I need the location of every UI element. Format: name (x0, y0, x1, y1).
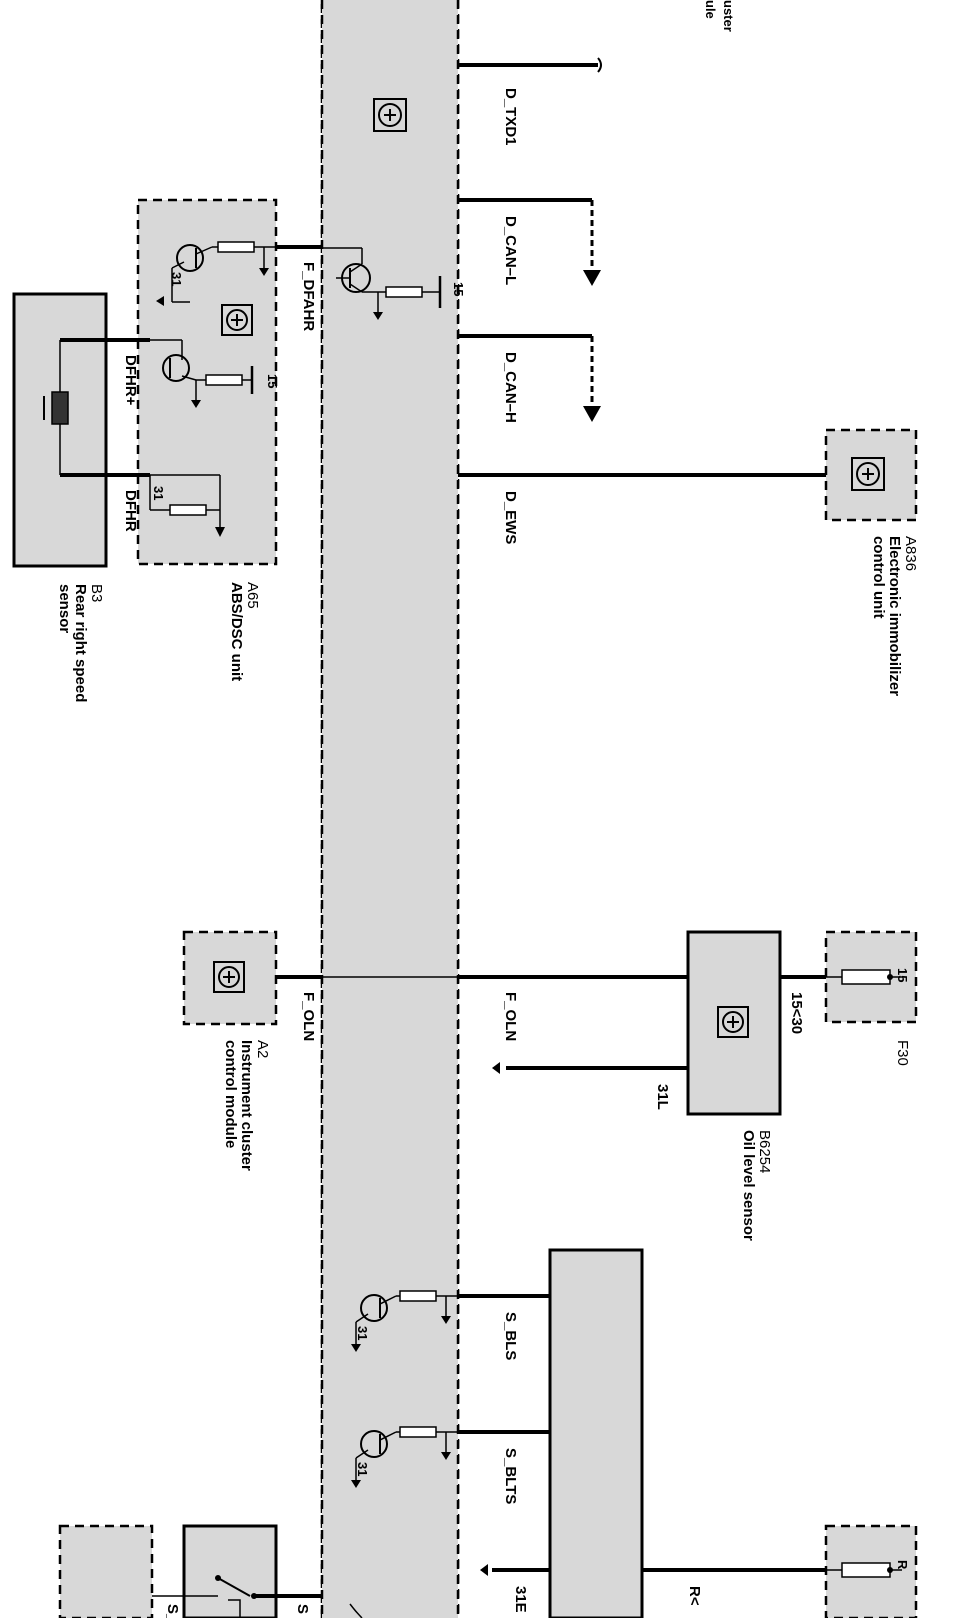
central-transistor-s-blts (351, 1426, 458, 1488)
pin-dfhr-plus: DFHR+ (122, 355, 139, 406)
ground-31e (480, 1564, 488, 1576)
label-r-partial: R< (686, 1586, 703, 1606)
b3-name-2: sensor (56, 584, 73, 633)
component-fuse-r (824, 1524, 918, 1618)
a65-name: ABS/DSC unit (228, 582, 245, 681)
label-s-partial-mid: S (294, 1604, 311, 1614)
component-a65 (136, 198, 278, 566)
f30-code: F30 (894, 1040, 911, 1066)
b3-name-1: Rear right speed (72, 584, 89, 702)
b6254-name: Oil level sensor (740, 1130, 757, 1241)
label-d-can-l: D_CAN–L (502, 216, 519, 285)
component-switch-bottom-left (58, 1524, 363, 1618)
label-d-can-h: D_CAN–H (502, 352, 519, 423)
a836-name-1: Electronic immobilizer (886, 536, 903, 696)
central-module-fill (322, 0, 458, 1618)
connector-d-txd1 (597, 57, 602, 73)
a836-name-2: control unit (870, 536, 887, 619)
pin-31-abs-top: 31 (169, 272, 184, 286)
component-f30 (824, 930, 918, 1024)
a65-code: A65 (244, 582, 261, 609)
a2-name-2: control module (222, 1040, 239, 1148)
top-fragment-1: uster (721, 0, 736, 32)
label-f-oln-right: F_OLN (502, 992, 519, 1041)
b6254-code: B6254 (756, 1130, 773, 1173)
component-a836 (824, 428, 918, 522)
label-f-oln-left: F_OLN (300, 992, 317, 1041)
a2-name-1: Instrument cluster (238, 1040, 255, 1171)
pin-15-30: 15<30 (788, 992, 805, 1034)
b3-code: B3 (88, 584, 105, 602)
pin-31-bls: 31 (355, 1326, 370, 1340)
a2-code: A2 (254, 1040, 271, 1058)
central-transistor-s-bls (351, 1290, 458, 1352)
pin-15-abs: 15 (265, 374, 280, 388)
pin-31l: 31L (654, 1084, 671, 1110)
pin-15-main: 15 (451, 282, 466, 296)
control-unit-icon (373, 98, 407, 132)
label-s-blts: S_BLTS (502, 1448, 519, 1504)
label-31e: 31E (512, 1586, 529, 1613)
pin-31-blts: 31 (355, 1462, 370, 1476)
fuse-pin-r: R (895, 1560, 910, 1570)
pin-31-abs-bottom: 31 (151, 486, 166, 500)
ground-31l (492, 1062, 500, 1074)
central-transistor-dfahr (322, 247, 442, 320)
label-d-ews: D_EWS (502, 491, 519, 544)
a836-code: A836 (902, 536, 919, 571)
label-s-partial-left: S_M (164, 1604, 181, 1618)
label-d-txd1: D_TXD1 (502, 88, 519, 146)
label-s-bls: S_BLS (502, 1312, 519, 1360)
label-f-dfahr: F_DFAHR (300, 262, 317, 331)
component-brake-switch-box (548, 1248, 644, 1618)
top-fragment-2: ule (703, 0, 718, 19)
component-b3 (12, 292, 150, 568)
fuse-pin-15: 15 (895, 968, 910, 982)
component-a2 (182, 930, 278, 1026)
component-b6254 (686, 930, 782, 1116)
pin-dfhr: DFHR (122, 490, 139, 532)
